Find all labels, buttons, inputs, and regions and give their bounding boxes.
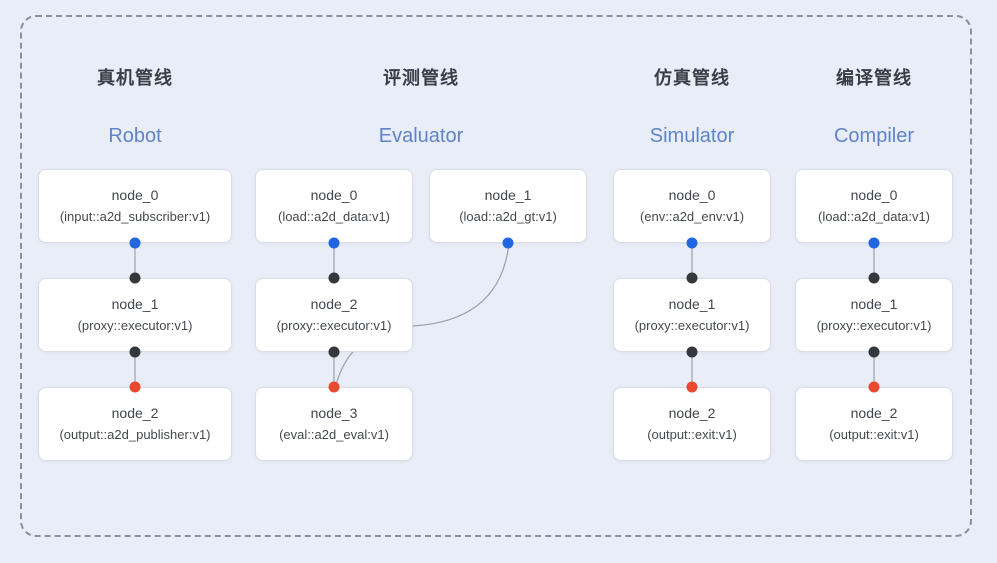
pipeline-header-simulator: 仿真管线 Simulator: [613, 66, 771, 149]
node-box-simulator-node2: node_2 (output::exit:v1): [613, 387, 771, 461]
en-title-robot: Robot: [108, 125, 162, 147]
node-box-robot-node2: node_2 (output::a2d_publisher:v1): [38, 387, 232, 461]
cn-title-simulator: 仿真管线: [654, 68, 730, 88]
node-box-robot-node0: node_0 (input::a2d_subscriber:v1): [38, 169, 232, 243]
cn-title-compiler: 编译管线: [836, 68, 912, 88]
pipeline-header-evaluator: 评测管线 Evaluator: [255, 66, 587, 149]
dashed-group-frame: [20, 15, 972, 537]
pipeline-header-compiler: 编译管线 Compiler: [795, 66, 953, 149]
cn-title-robot: 真机管线: [97, 68, 173, 88]
node-name: node_1: [850, 296, 898, 312]
node-box-robot-node1: node_1 (proxy::executor:v1): [38, 278, 232, 352]
pipeline-header-robot: 真机管线 Robot: [38, 66, 232, 149]
en-title-evaluator: Evaluator: [378, 125, 464, 147]
node-impl: (load::a2d_data:v1): [817, 209, 931, 224]
node-box-simulator-node0: node_0 (env::a2d_env:v1): [613, 169, 771, 243]
node-name: node_0: [850, 187, 898, 203]
node-name: node_2: [850, 405, 898, 421]
node-name: node_1: [484, 187, 532, 203]
node-impl: (proxy::executor:v1): [77, 318, 193, 333]
node-name: node_1: [111, 296, 159, 312]
node-impl: (eval::a2d_eval:v1): [279, 427, 389, 442]
node-box-simulator-node1: node_1 (proxy::executor:v1): [613, 278, 771, 352]
node-box-compiler-node2: node_2 (output::exit:v1): [795, 387, 953, 461]
node-impl: (output::exit:v1): [647, 427, 737, 442]
node-name: node_1: [668, 296, 716, 312]
node-box-evaluator-node1: node_1 (load::a2d_gt:v1): [429, 169, 587, 243]
node-box-evaluator-node3: node_3 (eval::a2d_eval:v1): [255, 387, 413, 461]
node-impl: (output::exit:v1): [829, 427, 919, 442]
node-name: node_0: [111, 187, 159, 203]
node-name: node_0: [668, 187, 716, 203]
node-impl: (load::a2d_gt:v1): [459, 209, 557, 224]
node-name: node_2: [111, 405, 159, 421]
node-box-evaluator-node0: node_0 (load::a2d_data:v1): [255, 169, 413, 243]
node-box-compiler-node1: node_1 (proxy::executor:v1): [795, 278, 953, 352]
en-title-simulator: Simulator: [649, 125, 735, 147]
node-name: node_3: [310, 405, 358, 421]
node-box-compiler-node0: node_0 (load::a2d_data:v1): [795, 169, 953, 243]
node-impl: (proxy::executor:v1): [634, 318, 750, 333]
node-name: node_0: [310, 187, 358, 203]
cn-title-evaluator: 评测管线: [383, 68, 459, 88]
en-title-compiler: Compiler: [833, 125, 915, 147]
node-impl: (output::a2d_publisher:v1): [59, 427, 211, 442]
node-box-evaluator-node2: node_2 (proxy::executor:v1): [255, 278, 413, 352]
node-impl: (proxy::executor:v1): [276, 318, 392, 333]
node-impl: (input::a2d_subscriber:v1): [59, 209, 211, 224]
node-name: node_2: [310, 296, 358, 312]
node-impl: (env::a2d_env:v1): [639, 209, 745, 224]
node-impl: (proxy::executor:v1): [816, 318, 932, 333]
node-name: node_2: [668, 405, 716, 421]
node-impl: (load::a2d_data:v1): [277, 209, 391, 224]
